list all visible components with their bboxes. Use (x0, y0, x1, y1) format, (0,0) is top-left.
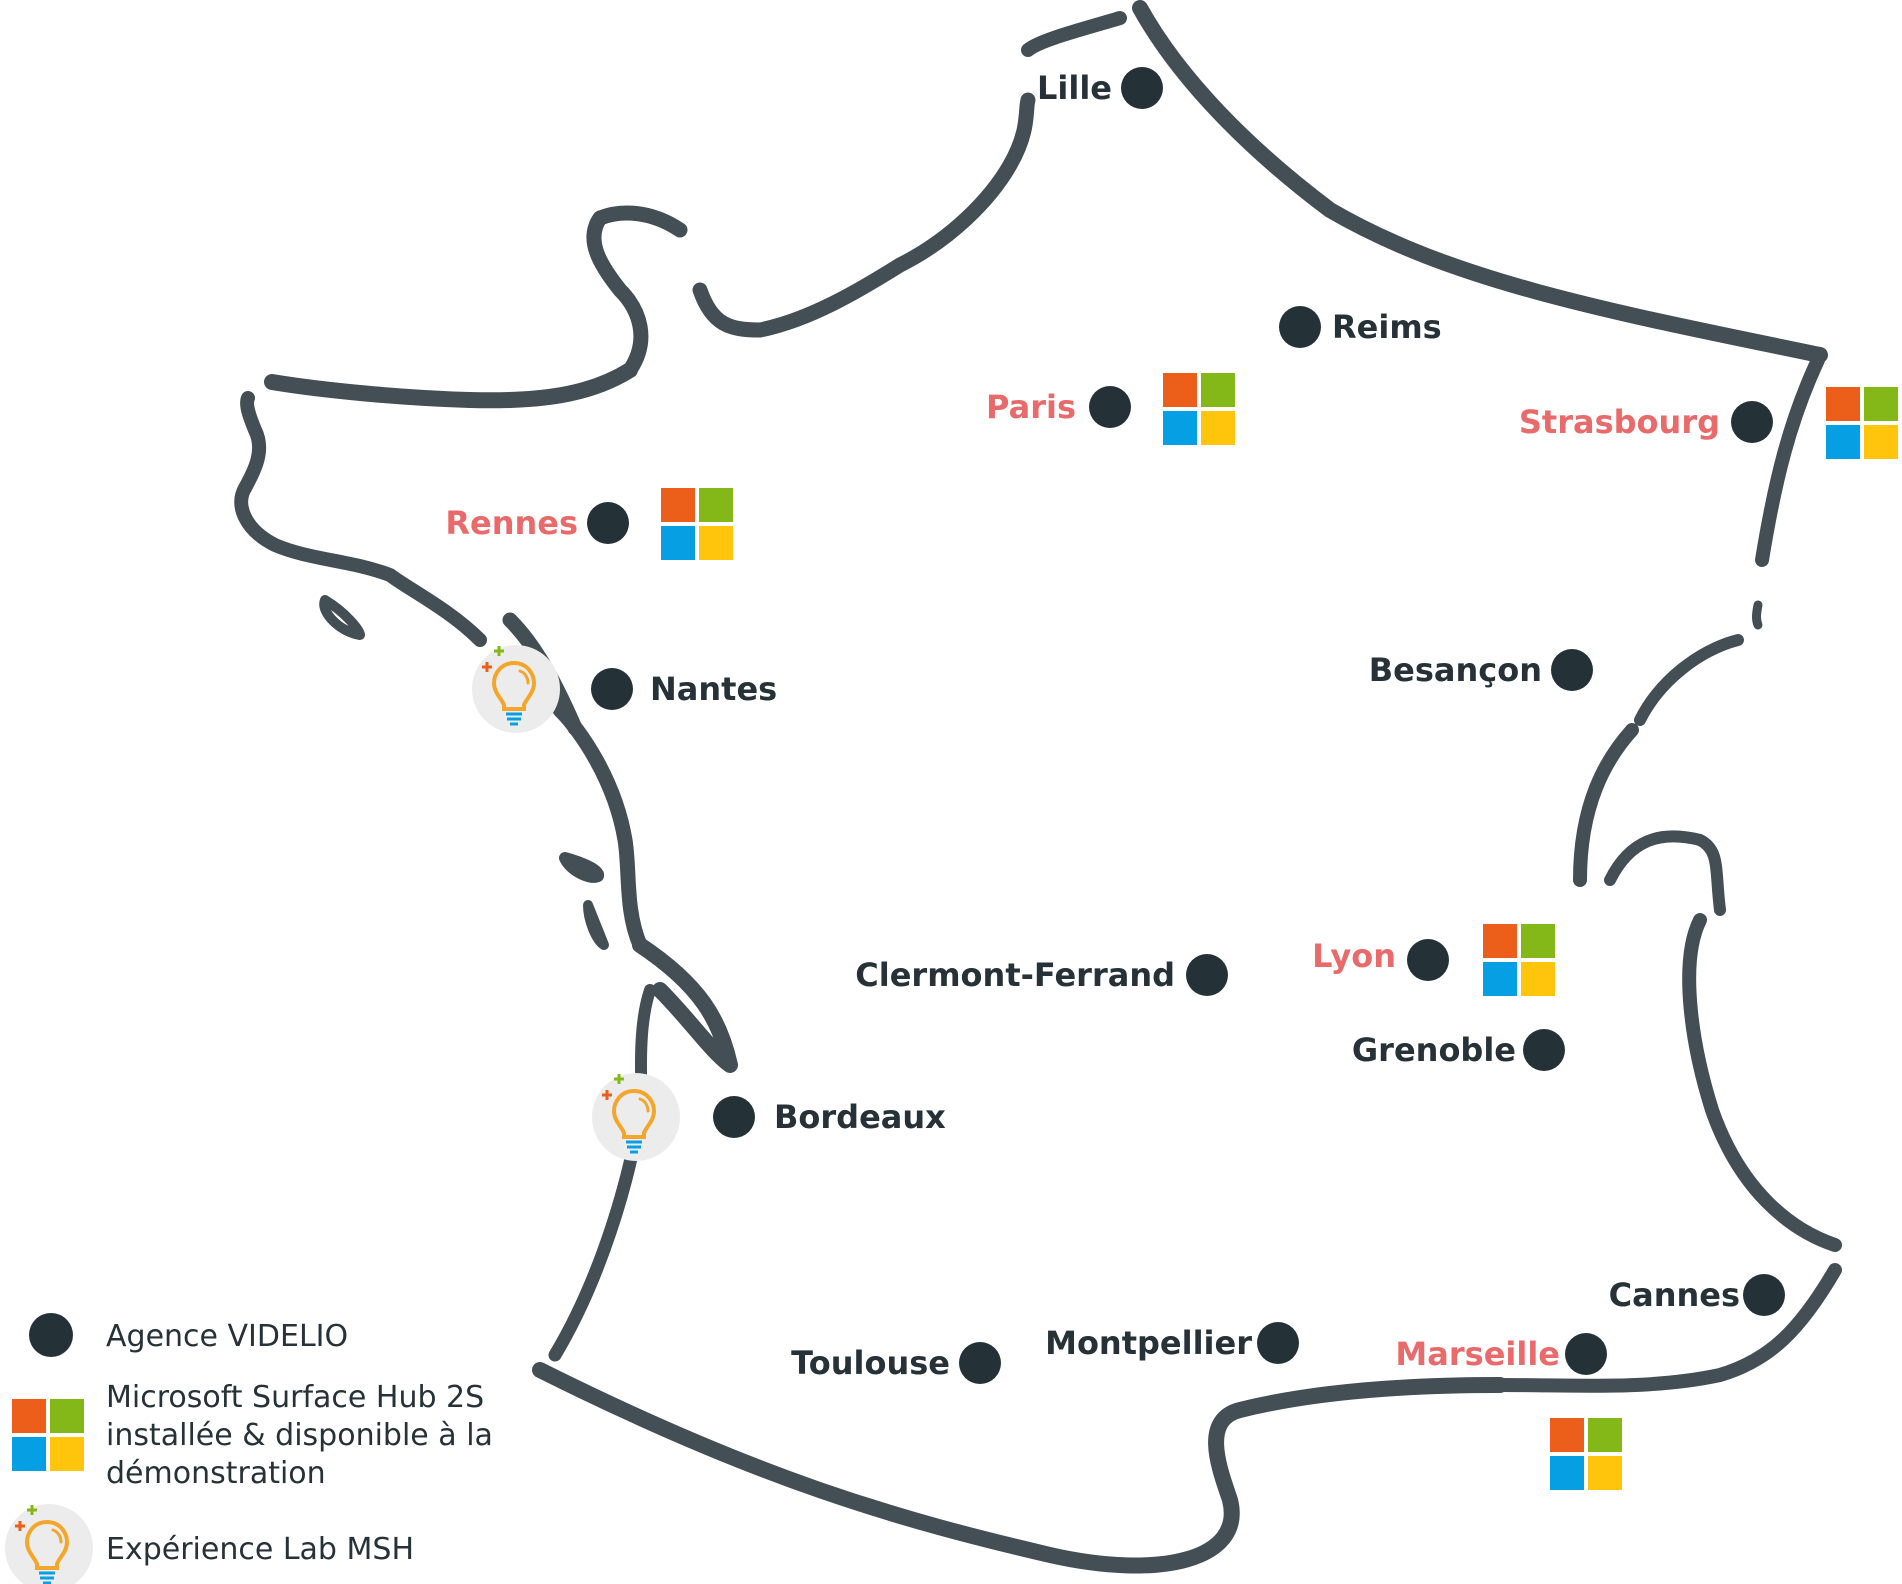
legend-hub-label-1: Microsoft Surface Hub 2S (106, 1380, 484, 1415)
city-besancon: Besançon (1369, 649, 1593, 691)
city-dot-icon (1186, 954, 1228, 996)
city-label: Lille (1037, 69, 1112, 107)
city-dot-icon (591, 668, 633, 710)
city-toulouse: Toulouse (791, 1342, 1001, 1384)
city-label: Paris (986, 388, 1076, 426)
city-grenoble: Grenoble (1352, 1029, 1565, 1071)
legend-hub-label-3: démonstration (106, 1456, 326, 1491)
city-cannes: Cannes (1609, 1274, 1785, 1316)
lightbulb-icon (590, 1071, 682, 1163)
city-montpellier: Montpellier (1045, 1322, 1299, 1364)
city-reims: Reims (1279, 306, 1442, 348)
legend: Agence VIDELIO Microsoft Surface Hub 2Sin… (3, 1313, 493, 1584)
city-label: Rennes (445, 504, 578, 542)
city-dot-icon (1565, 1333, 1607, 1375)
microsoft-logo-icon (1826, 387, 1898, 459)
city-lyon: Lyon (1312, 924, 1555, 996)
microsoft-logo-icon (1163, 373, 1235, 445)
city-label: Montpellier (1045, 1324, 1252, 1362)
city-label: Marseille (1395, 1335, 1560, 1373)
city-label: Besançon (1369, 651, 1542, 689)
city-clermont-ferrand: Clermont-Ferrand (855, 954, 1228, 996)
microsoft-logo-icon (661, 488, 733, 560)
city-dot-icon (1121, 67, 1163, 109)
city-dot-icon (1257, 1322, 1299, 1364)
city-dot-icon (1731, 401, 1773, 443)
city-dot-icon (713, 1096, 755, 1138)
city-paris: Paris (986, 373, 1235, 445)
city-marseille: Marseille (1395, 1333, 1622, 1490)
legend-dot-icon (29, 1313, 73, 1357)
city-label: Cannes (1609, 1276, 1740, 1314)
legend-lightbulb-icon (3, 1502, 95, 1584)
city-strasbourg: Strasbourg (1519, 387, 1898, 459)
france-outline (234, 0, 1842, 1574)
city-label: Reims (1332, 308, 1442, 346)
city-label: Lyon (1312, 937, 1396, 975)
city-lille: Lille (1037, 67, 1163, 109)
legend-microsoft-logo-icon (12, 1399, 84, 1471)
lightbulb-icon (470, 643, 562, 735)
microsoft-logo-icon (1550, 1418, 1622, 1490)
city-label: Grenoble (1352, 1031, 1516, 1069)
legend-hub-label-2: installée & disponible à la (106, 1418, 493, 1453)
city-dot-icon (959, 1342, 1001, 1384)
city-rennes: Rennes (445, 488, 733, 560)
city-dot-icon (1551, 649, 1593, 691)
city-bordeaux: Bordeaux (590, 1071, 946, 1163)
microsoft-logo-icon (1483, 924, 1555, 996)
legend-lab-label: Expérience Lab MSH (106, 1532, 414, 1567)
city-dot-icon (1523, 1029, 1565, 1071)
city-label: Toulouse (791, 1344, 950, 1382)
city-label: Bordeaux (774, 1098, 946, 1136)
city-dot-icon (1089, 386, 1131, 428)
city-dot-icon (1743, 1274, 1785, 1316)
city-dot-icon (1279, 306, 1321, 348)
city-dot-icon (1407, 939, 1449, 981)
city-label: Clermont-Ferrand (855, 956, 1175, 994)
city-label: Strasbourg (1519, 403, 1720, 441)
city-nantes: Nantes (470, 643, 777, 735)
city-dot-icon (587, 502, 629, 544)
city-label: Nantes (650, 670, 777, 708)
legend-agency-label: Agence VIDELIO (106, 1319, 348, 1354)
